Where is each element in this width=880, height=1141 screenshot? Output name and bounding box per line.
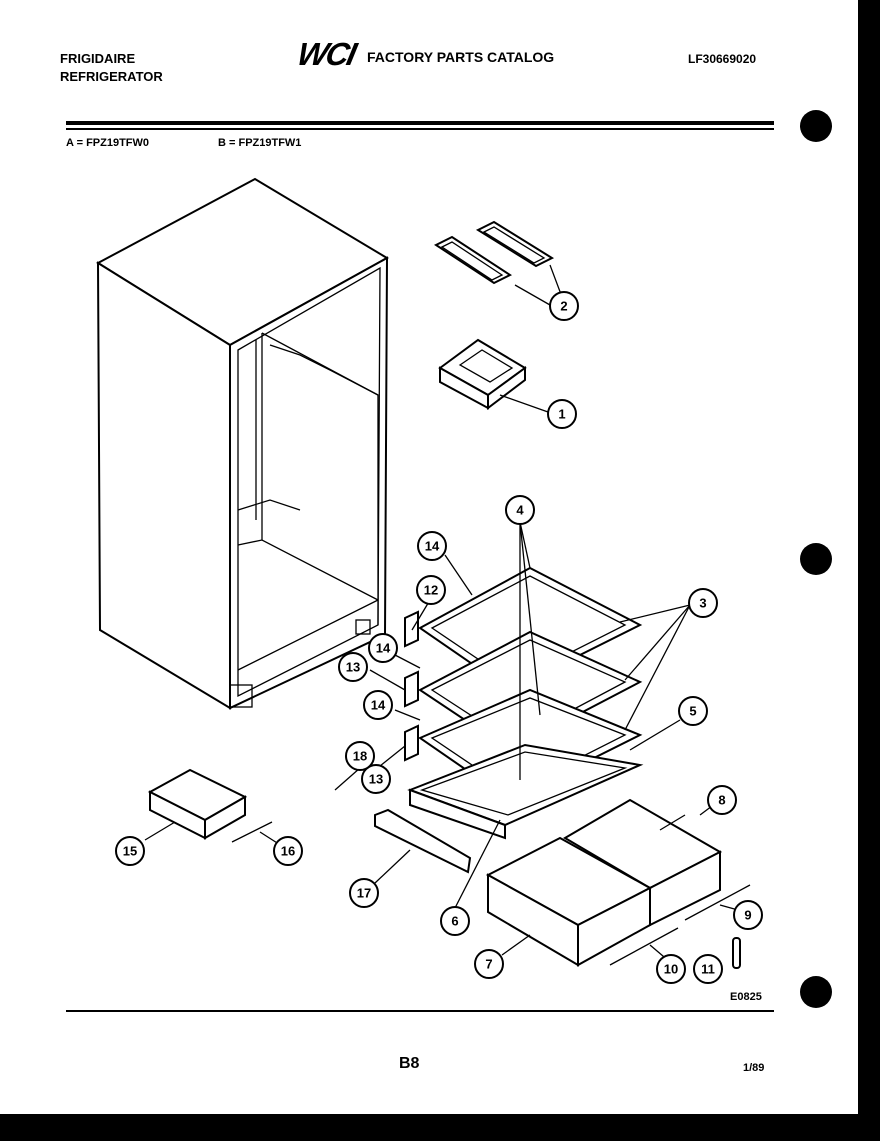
callout-3: 3 xyxy=(688,588,718,618)
callout-1: 1 xyxy=(547,399,577,429)
footer-rule xyxy=(66,1010,774,1012)
svg-text:15: 15 xyxy=(123,844,137,859)
model-b-label: B = FPZ19TFW1 xyxy=(218,137,302,149)
callout-12: 12 xyxy=(416,575,446,605)
catalog-page: FRIGIDAIRE REFRIGERATOR WCI FACTORY PART… xyxy=(0,0,858,1114)
header-rule-thick xyxy=(66,121,774,125)
svg-text:9: 9 xyxy=(744,908,751,923)
callout-leaders xyxy=(144,264,739,963)
svg-text:6: 6 xyxy=(451,914,458,929)
callout-14-bottom: 14 xyxy=(363,690,393,720)
svg-text:11: 11 xyxy=(701,962,715,977)
svg-text:17: 17 xyxy=(357,886,371,901)
callout-5: 5 xyxy=(678,696,708,726)
svg-text:7: 7 xyxy=(485,957,492,972)
ice-trays-drawing xyxy=(433,220,555,285)
header-rule-thin xyxy=(66,128,774,130)
callout-17: 17 xyxy=(349,878,379,908)
svg-text:4: 4 xyxy=(516,503,524,518)
exploded-parts-diagram: 1 2 3 4 5 6 7 8 9 10 11 12 13 13 14 14 1… xyxy=(96,177,763,984)
svg-text:13: 13 xyxy=(346,660,360,675)
drawing-code: E0825 xyxy=(730,991,762,1003)
callout-15: 15 xyxy=(115,836,145,866)
binder-hole-middle xyxy=(800,543,832,575)
callout-16: 16 xyxy=(273,836,303,866)
model-a-label: A = FPZ19TFW0 xyxy=(66,137,150,149)
cabinet-drawing xyxy=(96,177,390,710)
callout-11: 11 xyxy=(693,954,723,984)
crisper-cover-drawing xyxy=(407,743,644,840)
svg-text:13: 13 xyxy=(369,772,383,787)
catalog-date: 1/89 xyxy=(743,1062,765,1074)
callout-7: 7 xyxy=(474,949,504,979)
svg-text:5: 5 xyxy=(689,704,696,719)
svg-text:18: 18 xyxy=(353,749,367,764)
callout-14-middle: 14 xyxy=(368,633,398,663)
catalog-title: FACTORY PARTS CATALOG xyxy=(367,49,555,65)
binder-hole-bottom xyxy=(800,976,832,1008)
crisper-drawers-drawing xyxy=(485,798,751,969)
page-label: B8 xyxy=(399,1055,420,1072)
callout-18: 18 xyxy=(345,741,375,771)
callout-8: 8 xyxy=(707,785,737,815)
front-trim-drawing xyxy=(374,808,472,874)
svg-text:2: 2 xyxy=(560,299,567,314)
brand-name: FRIGIDAIRE xyxy=(60,51,136,66)
svg-text:16: 16 xyxy=(281,844,295,859)
product-type: REFRIGERATOR xyxy=(60,69,163,84)
callout-2: 2 xyxy=(549,291,579,321)
binder-hole-top xyxy=(800,110,832,142)
svg-text:14: 14 xyxy=(425,539,440,554)
svg-text:10: 10 xyxy=(664,962,678,977)
svg-text:14: 14 xyxy=(371,698,386,713)
callout-13-upper: 13 xyxy=(338,652,368,682)
svg-text:12: 12 xyxy=(424,583,438,598)
callout-9: 9 xyxy=(733,900,763,930)
svg-text:14: 14 xyxy=(376,641,391,656)
callout-6: 6 xyxy=(440,906,470,936)
callout-10: 10 xyxy=(656,954,686,984)
svg-text:3: 3 xyxy=(699,596,706,611)
svg-text:8: 8 xyxy=(718,793,725,808)
small-drawer-drawing xyxy=(147,768,273,843)
svg-text:1: 1 xyxy=(558,407,565,422)
ice-bin-drawing xyxy=(438,338,527,411)
callout-4: 4 xyxy=(505,495,535,525)
callout-13-lower: 13 xyxy=(361,764,391,794)
catalog-part-number: LF30669020 xyxy=(688,52,757,66)
callout-14-top: 14 xyxy=(417,531,447,561)
